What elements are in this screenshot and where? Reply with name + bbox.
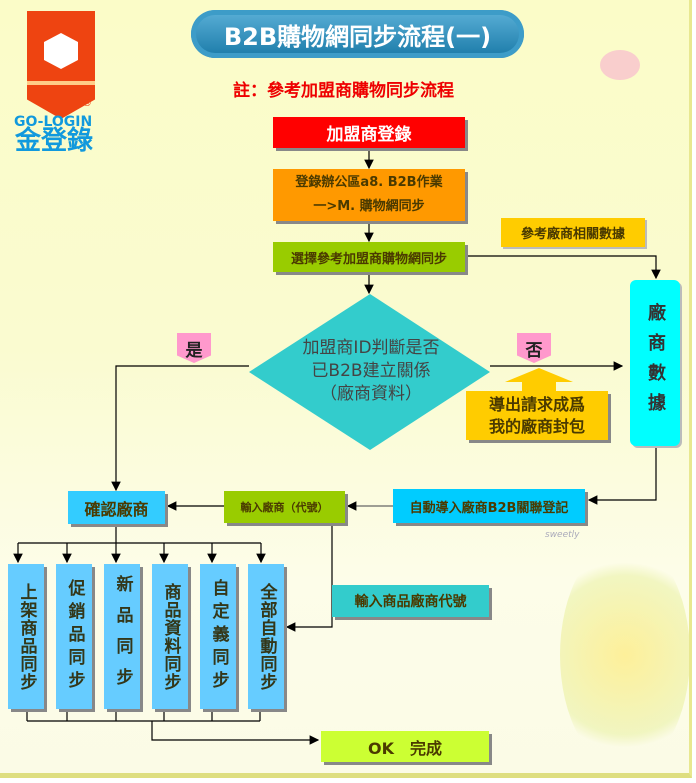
yes-tag: 是 <box>177 333 211 363</box>
registered-mark: ® <box>82 98 92 109</box>
step-select[interactable]: 選擇參考加盟商購物網同步 <box>273 242 465 272</box>
sync-option-listing[interactable]: 上架商品同步 <box>8 564 44 709</box>
input-vendor[interactable]: 輸入廠商（代號） <box>224 491 345 523</box>
sync-option-product-data[interactable]: 商品資料同步 <box>152 564 188 709</box>
step-select-label: 選擇參考加盟商購物網同步 <box>290 251 447 267</box>
input-product-vendor-label: 輸入商品廠商代號 <box>354 594 467 610</box>
sync-option-custom[interactable]: 自定義同步 <box>200 564 236 709</box>
auto-import-label: 自動導入廠商B2B關聯登記 <box>409 500 569 516</box>
decision-diamond <box>249 294 490 450</box>
step-office[interactable]: 登錄辦公區a8. B2B作業一>M. 購物網同步 <box>273 169 465 221</box>
auto-import[interactable]: 自動導入廠商B2B關聯登記 <box>393 489 585 523</box>
input-product-vendor[interactable]: 輸入商品廠商代號 <box>332 585 489 617</box>
sync-option-new[interactable]: 新品同步 <box>104 564 140 709</box>
done-box[interactable]: OK 完成 <box>321 731 489 762</box>
done-label: OK 完成 <box>367 738 442 758</box>
step-login-label: 加盟商登錄 <box>326 125 412 145</box>
up-arrow-icon <box>505 368 573 392</box>
reference-data-label: 參考廠商相關數據 <box>520 227 625 242</box>
sync-option-all-auto[interactable]: 全部自動同步 <box>248 564 284 709</box>
confirm-vendor-label: 確認廠商 <box>84 499 149 519</box>
step-login[interactable]: 加盟商登錄 <box>273 117 465 148</box>
page-title: B2B購物網同步流程(一) <box>191 10 524 58</box>
step-office-label: 登錄辦公區a8. B2B作業一>M. 購物網同步 <box>295 175 443 214</box>
note: 註：參考加盟商購物同步流程 <box>233 81 454 101</box>
butterfly-decoration <box>600 50 640 80</box>
export-package[interactable]: 導出請求成爲我的廠商封包 <box>466 391 608 440</box>
logo-brand-en: GO-LOGIN <box>14 114 93 130</box>
vendor-data-label: 廠商數據 <box>645 303 666 423</box>
no-tag: 否 <box>517 333 551 363</box>
flower-decoration <box>560 540 689 770</box>
watermark: sweetly <box>545 530 580 540</box>
logo: ® GO-LOGIN 金登錄 <box>14 8 113 158</box>
input-vendor-label: 輸入廠商（代號） <box>240 501 329 514</box>
sync-option-promo[interactable]: 促銷品同步 <box>56 564 92 709</box>
logo-brand-zh: 金登錄 <box>15 126 94 156</box>
export-package-label: 導出請求成爲我的廠商封包 <box>488 394 585 436</box>
vendor-data[interactable]: 廠商數據 <box>630 280 680 446</box>
reference-data[interactable]: 參考廠商相關數據 <box>501 218 645 247</box>
title-text: B2B購物網同步流程(一) <box>223 22 492 51</box>
confirm-vendor[interactable]: 確認廠商 <box>68 491 165 524</box>
decision-text[interactable]: 加盟商ID判斷是否已B2B建立關係（廠商資料） <box>302 338 440 404</box>
logo-shield-icon <box>27 11 95 119</box>
